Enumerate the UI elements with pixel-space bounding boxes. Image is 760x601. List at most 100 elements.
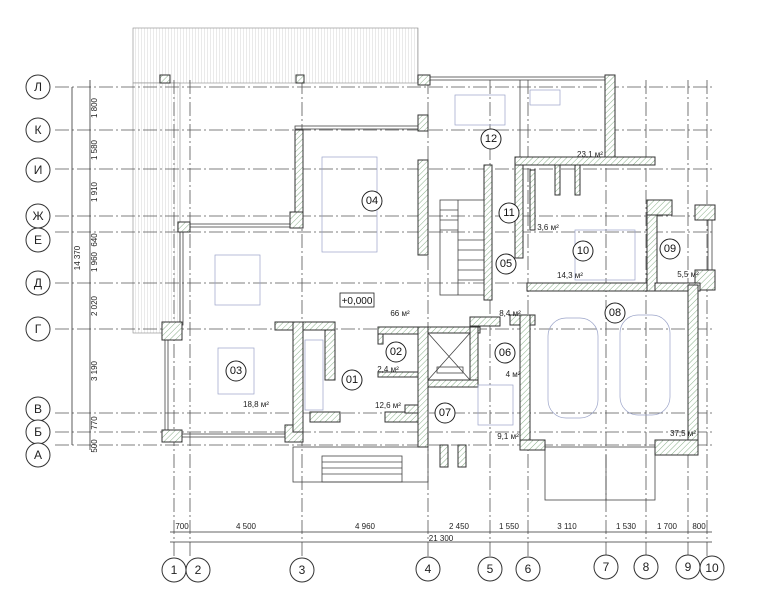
- wall: [289, 211, 304, 229]
- number-axis-label: 9: [685, 560, 692, 574]
- vertical-total-dimension: 14 370: [73, 245, 82, 270]
- room-number: 12: [485, 133, 497, 145]
- number-axis-bubble: [185, 557, 211, 583]
- number-axis-bubble: [633, 554, 659, 580]
- room-number-bubble: [604, 302, 626, 324]
- vertical-dimension: 1 910: [90, 181, 99, 202]
- number-axis-label: 5: [487, 562, 494, 576]
- room-area: 66 м²: [390, 309, 410, 318]
- wall: [384, 411, 419, 423]
- letter-axis-bubble: [25, 227, 51, 253]
- wall: [554, 164, 561, 196]
- room-number-bubble: [361, 190, 383, 212]
- wall: [469, 326, 479, 388]
- room-number: 07: [439, 407, 451, 419]
- furniture: [477, 384, 514, 426]
- number-axis-label: 10: [705, 561, 719, 575]
- outline: [177, 433, 291, 438]
- room-number: 05: [500, 258, 512, 270]
- stair-step: [427, 332, 471, 381]
- terrace-deck: [132, 27, 419, 334]
- number-axis-bubble: [593, 554, 619, 580]
- furniture: [619, 314, 671, 416]
- room-area: 5,5 м²: [677, 270, 699, 279]
- room-number: 09: [664, 243, 676, 255]
- letter-axis-label: А: [34, 448, 42, 462]
- furniture: [214, 254, 261, 306]
- wall: [295, 74, 305, 84]
- wall: [377, 333, 384, 345]
- vertical-dimension: 1 960: [90, 251, 99, 272]
- wall: [417, 114, 429, 132]
- wall: [294, 129, 304, 226]
- room-area: 8,4 м²: [499, 309, 521, 318]
- vertical-dimension: 3 190: [90, 360, 99, 381]
- room-number: 04: [366, 195, 378, 207]
- wall: [177, 221, 191, 233]
- vertical-dimension: 1 800: [90, 97, 99, 118]
- wall: [483, 164, 493, 301]
- horizontal-dimension: 800: [692, 522, 706, 531]
- wall: [574, 164, 581, 196]
- wall: [159, 74, 171, 84]
- room-number: 08: [609, 307, 621, 319]
- horizontal-dimension: 700: [175, 522, 189, 531]
- letter-axis-label: И: [34, 163, 43, 177]
- letter-axis-label: Ж: [32, 209, 43, 223]
- horizontal-dimension: 4 500: [236, 522, 257, 531]
- room-number: 10: [577, 245, 589, 257]
- horizontal-dimension: 1 530: [616, 522, 637, 531]
- room-number-bubble: [659, 238, 681, 260]
- room-area: 23,1 м²: [577, 150, 603, 159]
- outline: [294, 125, 429, 130]
- number-axis-bubble: [415, 556, 441, 582]
- level-mark-frame: [339, 292, 375, 308]
- letter-axis-label: К: [35, 123, 42, 137]
- room-number: 11: [503, 207, 514, 219]
- room-number-bubble: [480, 128, 502, 150]
- room-area: 14,3 м²: [557, 271, 583, 280]
- number-axis-bubble: [699, 555, 725, 581]
- wall: [427, 379, 479, 388]
- letter-axis-label: Л: [34, 80, 42, 94]
- room-area: 9,1 м²: [497, 432, 519, 441]
- wall: [417, 74, 431, 86]
- deck-area: [132, 82, 181, 334]
- wall: [654, 439, 699, 456]
- letter-axis-label: В: [34, 402, 42, 416]
- wall: [519, 314, 531, 446]
- letter-axis-label: Г: [35, 322, 42, 336]
- vertical-dimension: 640: [90, 233, 99, 247]
- outline: [177, 223, 304, 228]
- horizontal-total-dimension: 21 300: [429, 534, 454, 543]
- wall: [519, 439, 546, 451]
- level-mark-text: +0,000: [342, 296, 373, 307]
- wall: [417, 159, 429, 256]
- number-axis-label: 8: [643, 560, 650, 574]
- wall: [274, 321, 336, 331]
- wall: [417, 326, 429, 448]
- letter-axis-bubble: [25, 157, 51, 183]
- number-axis-label: 3: [299, 563, 306, 577]
- furniture: [547, 317, 599, 419]
- number-axis-bubble: [289, 557, 315, 583]
- vertical-dimension: 1 580: [90, 139, 99, 160]
- wall: [292, 321, 304, 433]
- wall: [529, 169, 536, 231]
- horizontal-dimension: 2 450: [449, 522, 470, 531]
- room-area: 37,5 м²: [670, 429, 696, 438]
- room-number-bubble: [225, 360, 247, 382]
- letter-axis-label: Е: [34, 233, 42, 247]
- room-number: 03: [230, 365, 242, 377]
- horizontal-dimension: 3 110: [557, 522, 577, 531]
- letter-axis-label: Б: [34, 425, 42, 439]
- room-area: 18,8 м²: [243, 400, 269, 409]
- vertical-dimension: 2 020: [90, 295, 99, 316]
- letter-axis-bubble: [25, 270, 51, 296]
- horizontal-dimension: 1 700: [657, 522, 678, 531]
- room-number: 02: [390, 346, 402, 358]
